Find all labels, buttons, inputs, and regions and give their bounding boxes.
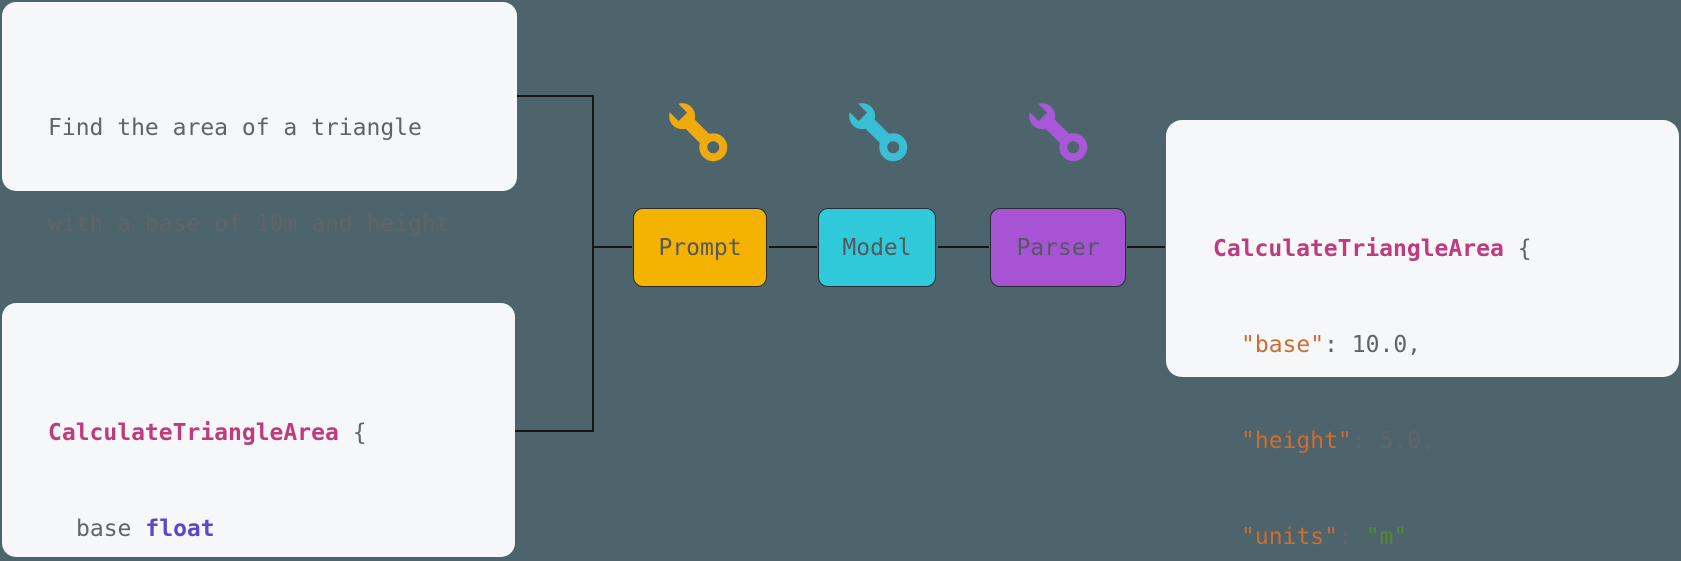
json-key: "units" xyxy=(1241,524,1338,550)
json-key: "base" xyxy=(1241,332,1325,358)
json-key: "height" xyxy=(1241,428,1352,454)
field-type: float xyxy=(145,516,215,542)
schema-field-line: base float xyxy=(48,513,515,545)
node-label: Prompt xyxy=(658,234,742,261)
output-title-line: CalculateTriangleArea { xyxy=(1213,233,1679,265)
wrench-icon xyxy=(1025,99,1088,162)
wrench-icon xyxy=(845,99,908,162)
key-value-separator: : xyxy=(1337,524,1366,550)
node-prompt: Prompt xyxy=(633,208,767,287)
open-brace: { xyxy=(1517,236,1532,262)
key-value-separator: : xyxy=(1351,428,1380,454)
output-field-line: "units": "m" xyxy=(1213,521,1679,553)
output-card: CalculateTriangleArea { "base": 10.0, "he… xyxy=(1166,120,1679,550)
node-model: Model xyxy=(818,208,936,287)
output-class-name: CalculateTriangleArea xyxy=(1213,236,1504,262)
output-field-line: "base": 10.0, xyxy=(1213,329,1679,361)
node-parser: Parser xyxy=(990,208,1126,287)
output-field-line: "height": 5.0, xyxy=(1213,425,1679,457)
json-value: 10.0, xyxy=(1351,332,1422,358)
node-label: Parser xyxy=(1016,234,1100,261)
json-value: 5.0, xyxy=(1379,428,1435,454)
json-string-value: "m" xyxy=(1365,524,1408,550)
node-label: Model xyxy=(842,234,912,261)
wrench-icon xyxy=(665,99,728,162)
schema-title-line: CalculateTriangleArea { xyxy=(48,417,515,449)
prompt-text-line: Find the area of a triangle xyxy=(48,115,422,141)
open-brace: { xyxy=(352,420,367,446)
key-value-separator: : xyxy=(1324,332,1352,358)
prompt-input-card: Find the area of a triangle with a base … xyxy=(2,2,517,333)
schema-class-name: CalculateTriangleArea xyxy=(48,420,339,446)
prompt-text-line: with a base of 10m and height xyxy=(48,211,450,237)
field-name: base xyxy=(76,516,132,542)
